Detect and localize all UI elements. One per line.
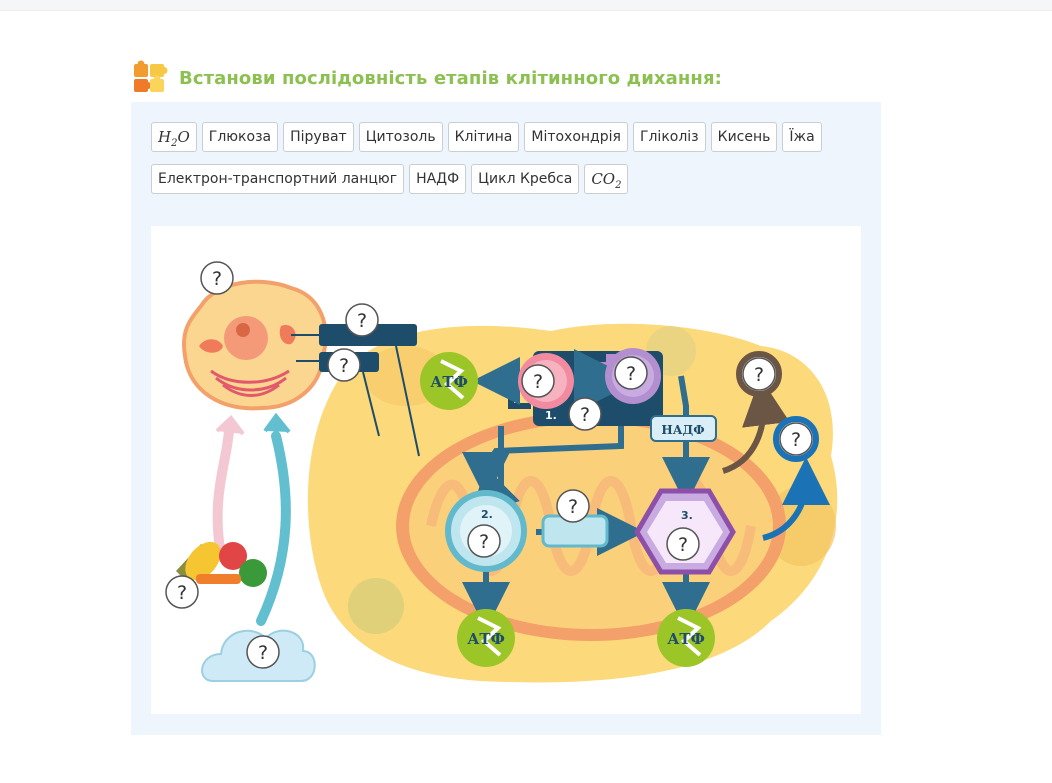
- chip-etc[interactable]: Електрон-транспортний ланцюг: [151, 164, 405, 194]
- atp-badge-etc: АТФ: [657, 609, 715, 667]
- puzzle-icon: [134, 60, 168, 92]
- svg-text:?: ?: [177, 582, 187, 604]
- chip-krebs[interactable]: Цикл Кребса: [471, 164, 580, 194]
- step-2-label: 2.: [481, 508, 493, 521]
- svg-text:?: ?: [580, 404, 590, 426]
- slot-label-1[interactable]: ?: [345, 303, 379, 337]
- atp-badge-krebs: АТФ: [457, 609, 515, 667]
- slot-cell[interactable]: ?: [200, 261, 234, 295]
- slot-glycolysis-out[interactable]: ?: [614, 356, 648, 390]
- step-1-label: 1.: [545, 409, 557, 422]
- svg-text:АТФ: АТФ: [467, 630, 505, 648]
- nadf-tag-label: НАДФ: [661, 423, 704, 437]
- chip-food[interactable]: Їжа: [782, 122, 822, 152]
- atp-badge-glycolysis: АТФ: [420, 352, 478, 410]
- slot-glycolysis-in[interactable]: ?: [521, 364, 555, 398]
- chip-cell[interactable]: Клітина: [447, 122, 520, 152]
- diagram-canvas: 1. НАДФ 2. 3. АТФ АТФ: [151, 226, 861, 714]
- chip-co2[interactable]: CO2: [584, 164, 629, 194]
- top-bar: [0, 0, 1052, 11]
- slot-cloud[interactable]: ?: [246, 635, 280, 669]
- slot-label-2[interactable]: ?: [327, 348, 361, 382]
- svg-text:?: ?: [678, 534, 688, 556]
- slot-krebs[interactable]: ?: [467, 524, 501, 558]
- slot-glycolysis-step[interactable]: ?: [568, 397, 602, 431]
- slot-h2o-output[interactable]: ?: [779, 422, 813, 456]
- task-header: Встанови послідовність етапів клітинного…: [131, 60, 722, 96]
- svg-text:?: ?: [339, 355, 349, 377]
- svg-text:?: ?: [791, 429, 801, 451]
- svg-text:АТФ: АТФ: [667, 630, 705, 648]
- chip-pyruvate[interactable]: Піруват: [283, 122, 354, 152]
- slot-food[interactable]: ?: [165, 575, 199, 609]
- slot-transport[interactable]: ?: [556, 489, 590, 523]
- chip-nadf[interactable]: НАДФ: [409, 164, 467, 194]
- svg-text:?: ?: [212, 268, 222, 290]
- chip-h2o[interactable]: H2O: [151, 122, 197, 152]
- nadf-tag: [650, 415, 717, 442]
- svg-text:?: ?: [626, 363, 636, 385]
- svg-text:?: ?: [754, 364, 764, 386]
- svg-text:?: ?: [479, 531, 489, 553]
- svg-text:?: ?: [258, 642, 268, 664]
- chip-mitochondria[interactable]: Мітохондрія: [524, 122, 628, 152]
- svg-text:АТФ: АТФ: [430, 373, 468, 391]
- chip-cytosol[interactable]: Цитозоль: [358, 122, 443, 152]
- chip-oxygen[interactable]: Кисень: [710, 122, 778, 152]
- food-illustration: [176, 541, 267, 587]
- step-3-label: 3.: [681, 509, 693, 522]
- chip-glycolysis[interactable]: Гліколіз: [632, 122, 706, 152]
- task-title: Встанови послідовність етапів клітинного…: [179, 67, 722, 89]
- slot-co2-output[interactable]: ?: [742, 357, 776, 391]
- svg-text:?: ?: [568, 496, 578, 518]
- svg-text:?: ?: [533, 371, 543, 393]
- respiration-diagram: 1. НАДФ 2. 3. АТФ АТФ: [165, 261, 838, 683]
- slot-etc[interactable]: ?: [666, 527, 700, 561]
- chip-glucose[interactable]: Глюкоза: [201, 122, 279, 152]
- svg-text:?: ?: [357, 310, 367, 332]
